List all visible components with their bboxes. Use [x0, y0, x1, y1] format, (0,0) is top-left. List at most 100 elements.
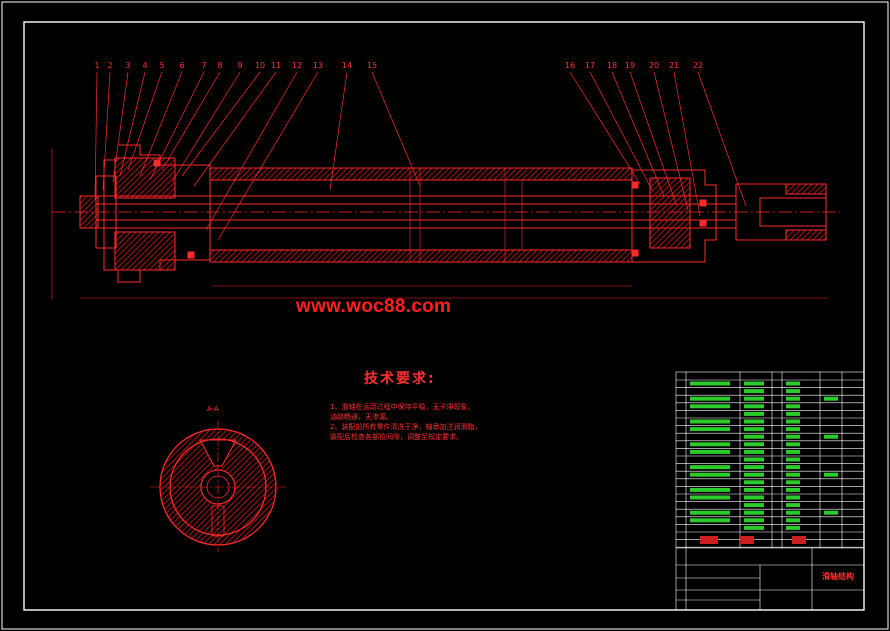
- table-cell-text: [786, 411, 800, 416]
- table-cell-text: [690, 495, 730, 500]
- table-cell-text: [744, 495, 764, 500]
- table-cell-text: [744, 465, 764, 470]
- table-cell-text: [786, 510, 800, 515]
- table-cell-text: [786, 495, 800, 500]
- leader-line: [629, 71, 677, 205]
- inner-frame: [23, 21, 865, 611]
- part-number-6: 6: [179, 61, 184, 70]
- leader-line: [611, 71, 665, 197]
- table-cell-text: [744, 434, 764, 439]
- table-cell-text: [744, 427, 764, 432]
- part-number-2: 2: [107, 61, 112, 70]
- part-number-18: 18: [607, 61, 617, 70]
- table-cell-text: [824, 434, 838, 439]
- part-number-5: 5: [159, 61, 164, 70]
- part-number-4: 4: [142, 61, 147, 70]
- front-cap: [79, 195, 99, 229]
- table-cell-text: [744, 381, 764, 386]
- section-view-label: A-A: [207, 405, 219, 413]
- leader-line: [161, 71, 221, 171]
- part-number-9: 9: [237, 61, 242, 70]
- part-number-8: 8: [217, 61, 222, 70]
- table-cell-text: [744, 396, 764, 401]
- table-cell-text: [690, 518, 730, 523]
- table-cell-text: [744, 442, 764, 447]
- table-cell-text: [744, 510, 764, 515]
- leader-line: [697, 71, 747, 207]
- technical-requirements-notes: 1、滑轴在运动过程中保持平稳，无卡滞现象， 油路畅通，无渗漏。 2、装配前所有零…: [330, 402, 530, 442]
- table-cell-text: [786, 449, 800, 454]
- leader-line: [119, 71, 146, 177]
- parts-list-table: [675, 371, 865, 611]
- part-number-13: 13: [313, 61, 323, 70]
- leader-line: [181, 71, 261, 177]
- table-cell-text: [786, 465, 800, 470]
- part-number-19: 19: [625, 61, 635, 70]
- table-cell-text: [744, 503, 764, 508]
- rear-housing-hatch: [649, 177, 691, 249]
- table-cell-text: [786, 503, 800, 508]
- table-cell-text: [744, 487, 764, 492]
- part-number-15: 15: [367, 61, 377, 70]
- section-a-a-view: [150, 420, 286, 552]
- table-cell-text: [786, 427, 800, 432]
- note-line: 油路畅通，无渗漏。: [330, 413, 393, 421]
- table-cell-text: [786, 419, 800, 424]
- leader-line: [653, 71, 689, 211]
- table-cell-text: [744, 411, 764, 416]
- table-cell-text: [690, 465, 730, 470]
- leader-line: [589, 71, 653, 191]
- note-line: 2、装配前所有零件清洗干净，轴承加注润滑脂，: [330, 423, 482, 431]
- table-cell-text: [824, 396, 838, 401]
- part-number-22: 22: [693, 61, 703, 70]
- table-cell-text: [786, 389, 800, 394]
- table-cell-text: [690, 449, 730, 454]
- table-cell-text: [786, 396, 800, 401]
- table-cell-text: [744, 389, 764, 394]
- leader-line: [102, 71, 111, 191]
- spindle-assembly: [51, 144, 840, 300]
- main-tube: [209, 167, 633, 263]
- table-cell-text: [690, 442, 730, 447]
- table-cell-text: [744, 449, 764, 454]
- part-number-14: 14: [342, 61, 352, 70]
- part-number-17: 17: [585, 61, 595, 70]
- note-line: 1、滑轴在运动过程中保持平稳，无卡滞现象，: [330, 403, 475, 411]
- table-cell-text: [786, 381, 800, 386]
- leader-line: [569, 71, 641, 185]
- table-cell-text: [786, 434, 800, 439]
- table-cell-text: [690, 427, 730, 432]
- leader-line: [112, 71, 129, 183]
- note-line: 装配后检查各部位间隙，调整至规定要求。: [330, 433, 463, 441]
- table-cell-text: [786, 404, 800, 409]
- part-number-12: 12: [292, 61, 302, 70]
- leader-line: [193, 71, 277, 187]
- part-number-1: 1: [94, 61, 99, 70]
- table-cell-text: [786, 480, 800, 485]
- leader-line: [371, 71, 421, 187]
- rear-hatch: [785, 183, 827, 195]
- table-cell-text: [786, 442, 800, 447]
- leader-line: [127, 71, 163, 171]
- table-cell-text: [690, 487, 730, 492]
- leader-line: [205, 71, 298, 231]
- table-cell-text: [744, 518, 764, 523]
- tube-wall-bottom: [209, 249, 633, 263]
- table-cell-text: [690, 404, 730, 409]
- leader-line: [149, 71, 205, 181]
- part-number-21: 21: [669, 61, 679, 70]
- part-number-10: 10: [255, 61, 265, 70]
- front-housing-hatch-bottom: [114, 231, 176, 271]
- part-number-11: 11: [271, 61, 281, 70]
- table-cell-text: [786, 472, 800, 477]
- part-number-7: 7: [201, 61, 206, 70]
- technical-requirements-title: 技术要求:: [364, 371, 436, 387]
- leader-line: [329, 71, 348, 191]
- table-cell-text: [690, 472, 730, 477]
- table-cell-text: [824, 510, 838, 515]
- table-cell-text: [786, 457, 800, 462]
- leader-line: [139, 71, 183, 177]
